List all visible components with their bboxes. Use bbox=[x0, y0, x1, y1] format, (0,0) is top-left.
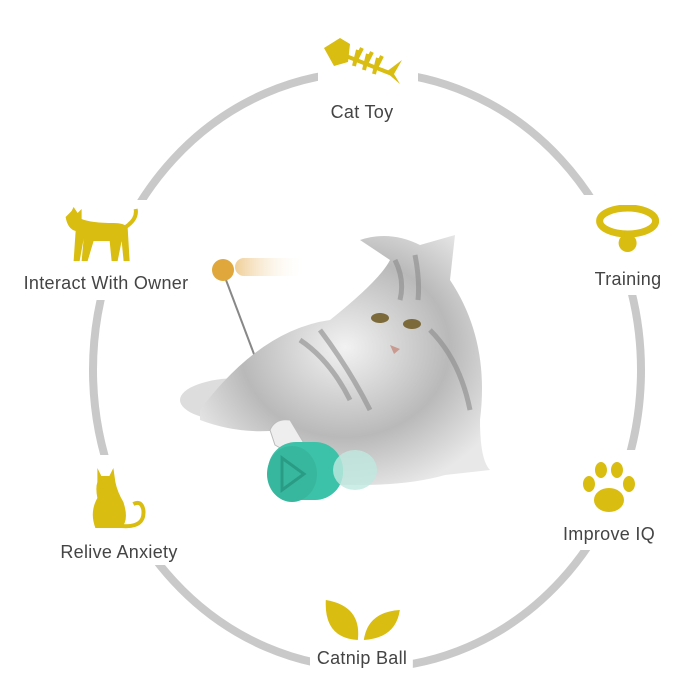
paw-print-icon bbox=[583, 462, 635, 512]
walking-cat-icon bbox=[66, 207, 139, 261]
feature-cat-toy: Cat Toy bbox=[320, 36, 404, 125]
feature-catnip-ball: Catnip Ball bbox=[310, 598, 414, 671]
collar-icon bbox=[596, 205, 660, 252]
fish-bone-icon bbox=[324, 38, 402, 84]
feature-label: Relive Anxiety bbox=[54, 540, 184, 565]
feature-training: Training bbox=[588, 205, 668, 292]
leaf-icon bbox=[325, 600, 400, 640]
feature-interact-with-owner: Interact With Owner bbox=[17, 205, 195, 296]
feature-label: Improve IQ bbox=[556, 522, 662, 547]
cat-with-toy-photo bbox=[180, 235, 490, 502]
feature-label: Cat Toy bbox=[324, 100, 400, 125]
feature-improve-iq: Improve IQ bbox=[556, 460, 662, 547]
feature-relive-anxiety: Relive Anxiety bbox=[54, 462, 184, 565]
feature-label: Interact With Owner bbox=[17, 271, 195, 296]
feature-label: Catnip Ball bbox=[310, 646, 414, 671]
feature-label: Training bbox=[588, 267, 668, 292]
sitting-cat-icon bbox=[92, 468, 146, 529]
